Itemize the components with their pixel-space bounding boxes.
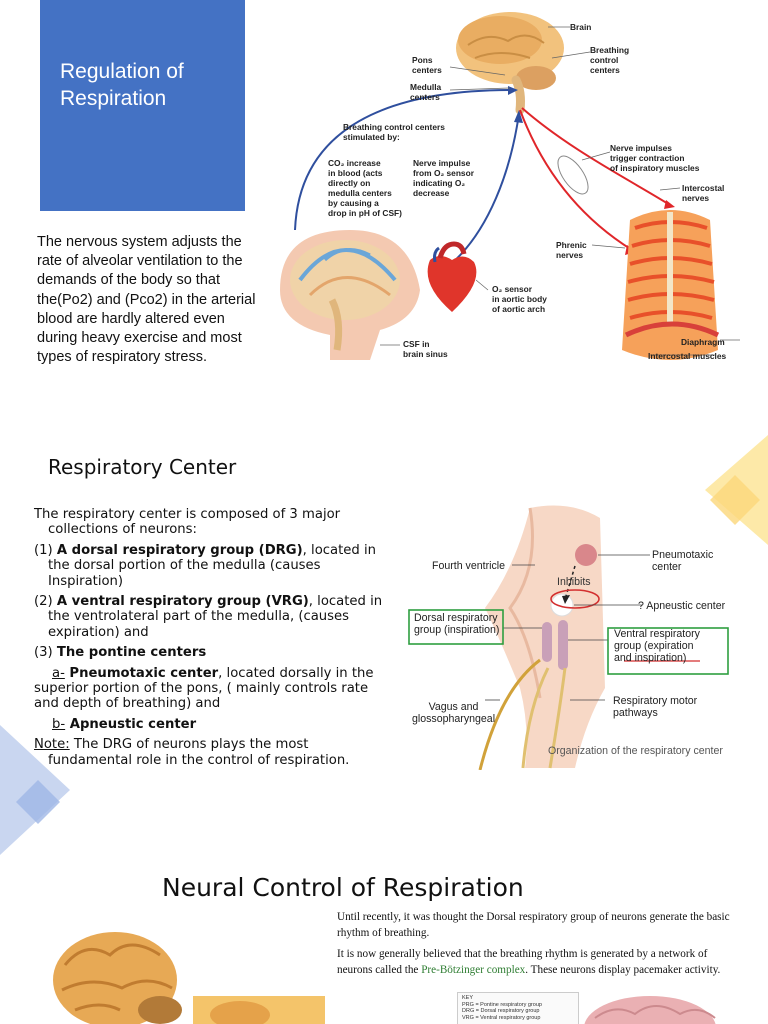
label-intercostal-muscles: Intercostal muscles <box>648 351 727 361</box>
paragraph-pre-botzinger: It is now generally believed that the br… <box>337 948 721 976</box>
paragraph-dorsal-group: Until recently, it was thought the Dorsa… <box>337 911 730 939</box>
label-vagus: Vagus and glossopharyngeal <box>412 701 496 725</box>
label-vrg: Ventral respiratory group (expiration an… <box>614 628 700 664</box>
heart-illustration <box>427 241 477 312</box>
brain-illustration <box>53 932 182 1024</box>
head-csf-illustration <box>280 230 420 360</box>
pneumotaxic-dot <box>575 544 597 566</box>
label-intercostal-nerves: Intercostal nerves <box>682 183 725 203</box>
respiratory-center-text: The respiratory center is composed of 3 … <box>34 507 394 773</box>
label-co2-increase: CO₂ increase in blood (acts directly on … <box>328 158 402 218</box>
intercostal-nerve-arrow <box>521 107 671 206</box>
key-box: KEY PRG = Pontine respiratory group DRG … <box>457 992 579 1024</box>
label-brain: Brain <box>570 22 592 32</box>
respiratory-center-diagram <box>408 505 729 770</box>
slide-neural-control: Neural Control of Respiration Until rece… <box>0 855 768 1024</box>
slide-respiratory-center: Respiratory Center The respiratory cente… <box>0 415 768 855</box>
label-medulla: Medulla centers <box>410 82 442 102</box>
label-pneumotaxic-center: Pneumotaxic center <box>652 549 714 573</box>
item-apneustic: b- Apneustic center <box>52 716 197 732</box>
section-title: Neural Control of Respiration <box>162 873 524 902</box>
label-motor-pathways: Respiratory motor pathways <box>613 695 698 719</box>
title-box: Regulation of Respiration <box>40 0 245 211</box>
label-phrenic-nerves: Phrenic nerves <box>556 240 587 260</box>
label-breathing-centers: Breathing control centers <box>590 45 630 75</box>
intro-text: The respiratory center is composed of 3 … <box>34 507 341 538</box>
label-fourth-ventricle: Fourth ventricle <box>432 560 506 572</box>
body-paragraph: The nervous system adjusts the rate of a… <box>37 234 256 366</box>
pink-brain-image <box>584 996 716 1024</box>
section-title: Respiratory Center <box>48 455 237 479</box>
csf-pathway-arrow <box>294 89 513 231</box>
brain-images <box>53 932 325 1024</box>
item-vrg: (2) A ventral respiratory group (VRG), l… <box>34 594 383 640</box>
label-apneustic-center: ? Apneustic center <box>638 600 726 612</box>
slide-title: Regulation of Respiration <box>60 60 184 110</box>
figure-caption: Organization of the respiratory center <box>548 745 723 757</box>
label-o2-impulse: Nerve impulse from O₂ sensor indicating … <box>413 158 474 198</box>
brain-illustration <box>456 12 564 115</box>
phrenic-nerve-arrow <box>519 109 633 251</box>
decorative-shapes <box>0 435 768 855</box>
item-pneumotaxic: a- Pneumotaxic center, located dorsally … <box>34 665 374 712</box>
label-csf: CSF in brain sinus <box>403 339 448 359</box>
label-diaphragm: Diaphragm <box>681 337 725 347</box>
label-pons: Pons centers <box>412 55 442 75</box>
label-stimulated-by: Breathing control centers stimulated by: <box>343 122 445 142</box>
item-drg: (1) A dorsal respiratory group (DRG), lo… <box>34 542 376 589</box>
respiration-control-figure <box>280 12 740 360</box>
label-nerve-impulses: Nerve impulses trigger contraction of in… <box>610 143 700 173</box>
label-inhibits: Inhibits <box>557 576 591 588</box>
ribcage-illustration <box>622 210 720 360</box>
slide-regulation-of-respiration: Regulation of Respiration The nervous sy… <box>0 0 768 415</box>
note-text: Note: The DRG of neurons plays the most … <box>34 737 350 768</box>
apneustic-dot <box>550 593 574 617</box>
label-o2-sensor: O₂ sensor in aortic body of aortic arch <box>492 284 547 314</box>
label-drg: Dorsal respiratory group (inspiration) <box>414 612 500 636</box>
item-pontine: (3) The pontine centers <box>34 645 207 661</box>
